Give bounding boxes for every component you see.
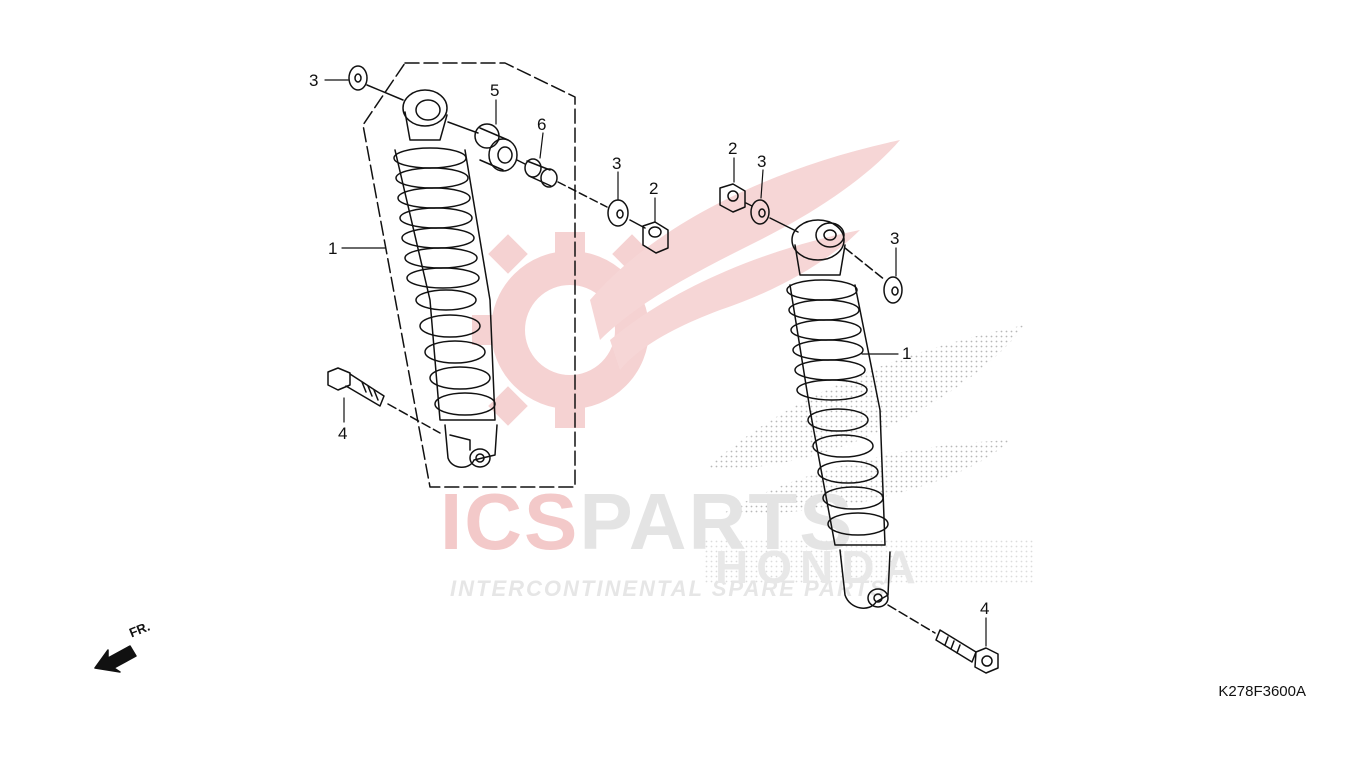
left-bolt (327, 367, 441, 434)
watermark-brand: HONDA (715, 541, 924, 593)
left-shock-absorber (393, 89, 498, 468)
right-nut (719, 183, 746, 213)
left-assembly-boundary (362, 62, 576, 488)
callout-label: 6 (537, 115, 547, 134)
callout-label: 3 (890, 229, 900, 248)
callout-label: 1 (902, 344, 912, 363)
callout-label: 1 (328, 239, 338, 258)
bushing-5 (474, 123, 518, 172)
left-side-washer (607, 199, 629, 227)
callout-label: 2 (728, 139, 738, 158)
wing-watermark-shape (590, 140, 900, 340)
right-shock-absorber (786, 219, 891, 609)
watermark-ics: ICS (440, 477, 580, 566)
left-nut (642, 221, 669, 254)
leader-lines (324, 79, 987, 647)
callout-label: 3 (309, 71, 319, 90)
callout-label: 3 (612, 154, 622, 173)
callout-label: 4 (338, 424, 348, 443)
right-side-washer (883, 276, 903, 304)
callout-label: 4 (980, 599, 990, 618)
left-top-washer (348, 65, 368, 91)
right-top-washer (750, 199, 770, 225)
watermark-logo-text: ICSPARTS (440, 482, 855, 562)
diagram-code: K278F3600A (1218, 683, 1306, 700)
right-spring-coils (786, 279, 889, 536)
callout-label: 2 (649, 179, 659, 198)
front-direction-arrow-icon (94, 645, 137, 673)
honda-wing-watermark (705, 325, 1025, 470)
right-bolt (887, 604, 999, 674)
watermark-parts: PARTS (579, 477, 855, 566)
collar-6 (524, 158, 558, 188)
callout-label: 3 (757, 152, 767, 171)
left-spring-coils (393, 147, 496, 416)
watermark-tagline: INTERCONTINENTAL SPARE PARTS (450, 576, 887, 601)
callout-label: 5 (490, 81, 500, 100)
